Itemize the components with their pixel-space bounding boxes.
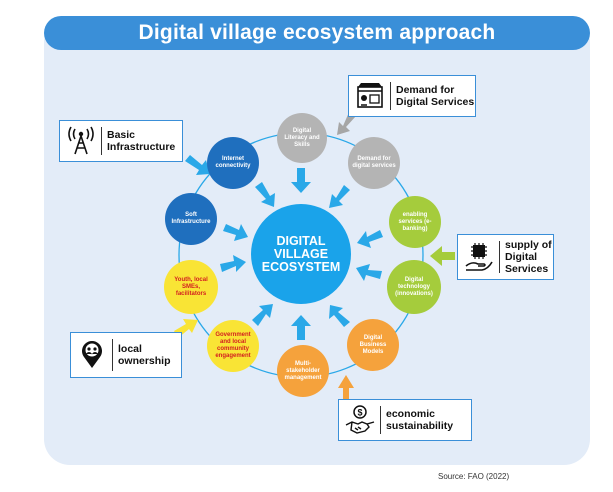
callout-basic-infrastructure: Basic Infrastructure [59, 120, 183, 162]
source-note: Source: FAO (2022) [438, 472, 510, 481]
node-government-community: Government and local community engagemen… [207, 320, 259, 372]
arrow-enabling [357, 230, 383, 248]
callout-line-2: Infrastructure [107, 141, 176, 153]
node-label: Demand for digital services [352, 156, 396, 169]
node-label: enabling services (e-banking) [398, 211, 432, 232]
node-label: Digital technology (innovations) [395, 276, 433, 297]
callout-line-2: sustainability [386, 420, 454, 432]
node-youth-smes: Youth, local SMEs, facilitators [164, 260, 218, 314]
handshake-dollar-icon: $ [345, 405, 375, 434]
callout-separator [112, 339, 113, 371]
callout-line-1: supply of [505, 239, 552, 251]
node-label: Multi-stakeholder management [284, 360, 322, 381]
callout-line-2: Digital Services [396, 96, 475, 108]
node-label: Government and local community engagemen… [215, 332, 251, 359]
callout-line-1: Basic [107, 129, 136, 141]
center-line-3: ECOSYSTEM [261, 259, 341, 274]
callout-line-1: local [118, 343, 142, 355]
center-line-1: DIGITAL [276, 233, 326, 248]
antenna-tower-icon [68, 126, 94, 155]
callout-separator [390, 82, 391, 110]
node-label: Digital Literacy and Skills [284, 127, 320, 148]
arrow-tech [356, 264, 382, 281]
node-label: Soft Infrastructure [171, 212, 211, 225]
arrow-economic [338, 375, 354, 401]
callout-separator [101, 127, 102, 155]
callout-line-1: economic [386, 408, 436, 420]
location-people-icon [82, 341, 102, 368]
node-label: Internet connectivity [215, 156, 251, 169]
callout-demand-digital-services: Demand for Digital Services [348, 75, 476, 117]
arrow-youth [220, 255, 246, 272]
callout-separator [499, 241, 500, 273]
chip-hand-icon [465, 243, 493, 271]
node-soft-infrastructure: Soft Infrastructure [165, 193, 217, 245]
node-digital-literacy: Digital Literacy and Skills [277, 113, 327, 163]
arrow-internet [255, 182, 275, 207]
node-digital-business-models: Digital Business Models [347, 319, 399, 371]
callout-economic-sustainability: $ economic sustainability [338, 399, 472, 441]
node-label: Youth, local SMEs, facilitators [174, 276, 208, 297]
callout-line-2: Digital [505, 251, 538, 263]
storefront-icon [357, 83, 383, 108]
arrow-business [329, 305, 350, 327]
svg-text:$: $ [357, 407, 362, 417]
arrow-basic-infrastructure [185, 155, 210, 175]
callout-local-ownership: local ownership [70, 332, 182, 378]
arrow-government [252, 304, 273, 326]
callout-separator [380, 406, 381, 434]
node-digital-technology: Digital technology (innovations) [387, 260, 441, 314]
arrow-soft [223, 224, 248, 241]
center-line-2: VILLAGE [273, 246, 329, 261]
node-internet-connectivity: Internet connectivity [207, 137, 259, 189]
callout-line-3: Services [505, 263, 549, 275]
center-digital-village-ecosystem: DIGITAL VILLAGE ECOSYSTEM [251, 204, 351, 304]
arrow-supply [430, 246, 455, 266]
arrow-multi [291, 315, 311, 340]
node-demand-digital-services: Demand for digital services [348, 137, 400, 189]
node-enabling-services: enabling services (e-banking) [389, 196, 441, 248]
arrow-literacy [291, 168, 311, 193]
arrow-demand [329, 185, 350, 208]
page-title: Digital village ecosystem approach [44, 16, 590, 50]
node-label: Digital Business Models [359, 334, 387, 355]
callout-line-1: Demand for [396, 84, 455, 96]
callout-line-2: ownership [118, 355, 171, 367]
callout-supply-digital-services: supply of Digital Services [457, 234, 554, 280]
inward-arrows [220, 168, 383, 340]
node-multi-stakeholder: Multi-stakeholder management [277, 345, 329, 397]
